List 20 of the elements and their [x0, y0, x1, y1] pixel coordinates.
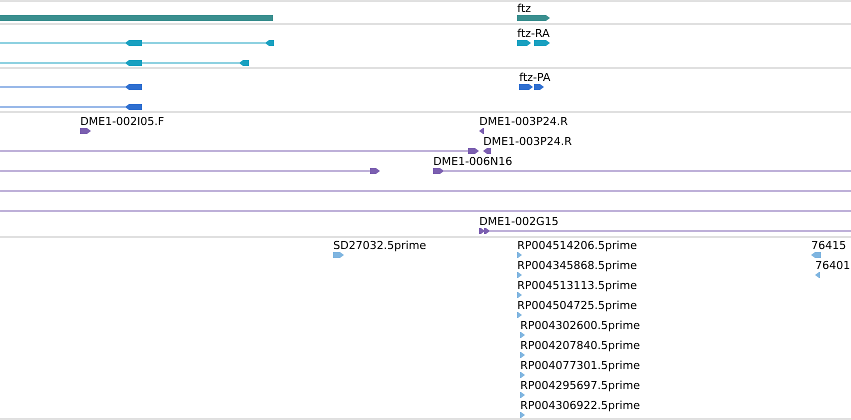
feature-label: DME1-002I05.F — [81, 116, 164, 126]
feature-label: DME1-003P24.R — [480, 116, 568, 126]
feature-label: ftz-RA — [517, 28, 550, 37]
feature-label: RP004504725.5prime — [518, 300, 636, 312]
feature-label: RP004207840.5prime — [521, 340, 640, 352]
feature-label: DME1-006N16 — [434, 156, 512, 166]
feature-label: RP004306922.5prime — [521, 400, 640, 412]
feature-label: RP004345868.5prime — [518, 260, 636, 272]
feature-label: RP004514206.5prime — [518, 240, 636, 252]
feature-label: ftz — [517, 4, 530, 12]
feature-label: DME1-002G15 — [480, 216, 558, 226]
feature-label: DME1-003P24.R — [484, 136, 572, 146]
feature-label: ftz-PA — [519, 72, 550, 81]
feature-label: 76415 — [812, 240, 846, 250]
feature-label: SD27032.5prime — [334, 240, 426, 252]
feature-label: RP004513113.5prime — [518, 280, 636, 292]
feature-label: RP004077301.5prime — [521, 360, 640, 372]
feature-label: RP004302600.5prime — [521, 320, 640, 332]
feature-label: 76401 — [816, 260, 850, 270]
feature-label: RP004295697.5prime — [521, 380, 640, 392]
